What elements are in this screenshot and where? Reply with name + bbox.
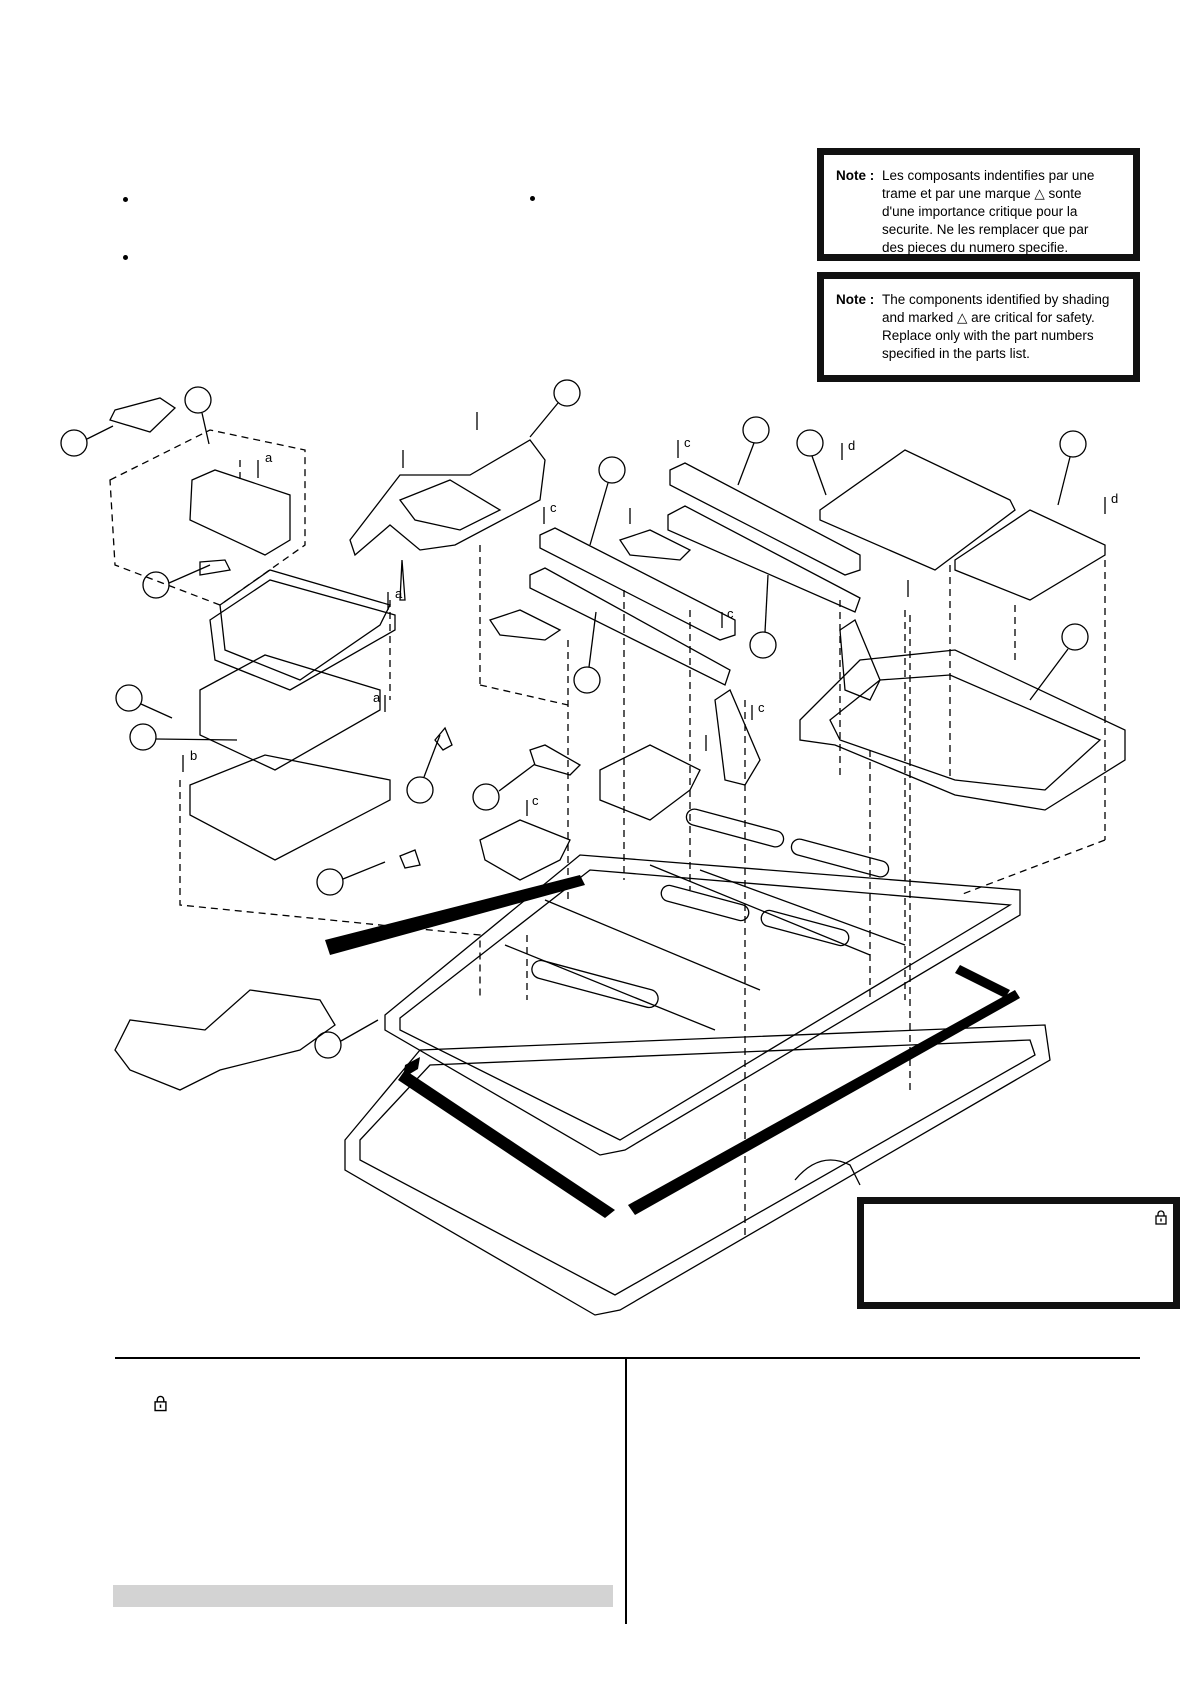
note-box-english: Note : The components identified by shad…	[817, 272, 1140, 382]
shaded-bar	[113, 1585, 613, 1607]
callout-circle	[796, 429, 824, 457]
screw-letter: c	[550, 500, 557, 515]
column-divider	[625, 1358, 627, 1624]
lock-symbol-box	[857, 1197, 1180, 1309]
callout-circle	[129, 723, 157, 751]
screw-letter: a	[373, 690, 381, 705]
note-line: securite. Ne les remplacer que par	[882, 222, 1089, 237]
rails	[529, 462, 861, 686]
section-divider	[115, 1357, 1140, 1359]
bullet-icon	[530, 196, 535, 201]
callout-circle	[598, 456, 626, 484]
note-text: The components identified by shading and…	[882, 291, 1117, 363]
upper-bracket	[349, 439, 546, 557]
screw-letter: a	[395, 586, 403, 601]
screw-letter: c	[684, 435, 691, 450]
right-boards	[819, 449, 1106, 601]
note-line: Replace only with the part numbers	[882, 328, 1094, 343]
callout-circle	[314, 1031, 342, 1059]
note-line: Les composants indentifies par une	[882, 168, 1095, 183]
callout-circle	[553, 379, 581, 407]
callout-circle	[316, 868, 344, 896]
screw-letter: c	[758, 700, 765, 715]
bullet-icon	[123, 197, 128, 202]
screw-letter: b	[190, 748, 197, 763]
cable-bars	[325, 875, 1020, 1218]
bullet-icon	[123, 255, 128, 260]
front-bezel	[344, 1024, 1051, 1316]
screw-letters: a a a b c c c c c d d	[190, 435, 1118, 808]
screw-letter: c	[727, 606, 734, 621]
callout-circle	[573, 666, 601, 694]
leader-arrows	[86, 402, 1071, 1042]
callout-circle	[142, 571, 170, 599]
note-line: d'une importance critique pour la	[882, 204, 1078, 219]
left-board-stack	[109, 397, 453, 1091]
note-line: des pieces du numero specifie.	[882, 240, 1069, 255]
reference-callouts	[60, 379, 1089, 1059]
small-brackets	[479, 529, 881, 881]
note-label: Note :	[836, 292, 875, 307]
lock-icon	[154, 1395, 167, 1412]
screw-letter: d	[1111, 491, 1118, 506]
note-line: specified in the parts list.	[882, 346, 1030, 361]
callout-circle	[115, 684, 143, 712]
callout-circle	[184, 386, 212, 414]
callout-circle	[1059, 430, 1087, 458]
lock-icon	[1155, 1210, 1167, 1225]
main-chassis	[384, 808, 1021, 1156]
dashed-guides	[109, 429, 1106, 1235]
callout-circle	[749, 631, 777, 659]
screws	[182, 412, 1106, 816]
screw-letter: d	[848, 438, 855, 453]
screw-letter: c	[532, 793, 539, 808]
callout-circle	[1061, 623, 1089, 651]
right-frame	[799, 649, 1126, 811]
note-line: and marked △ are critical for safety.	[882, 310, 1095, 325]
note-label: Note :	[836, 168, 875, 183]
callout-circle	[472, 783, 500, 811]
callout-circle	[60, 429, 88, 457]
note-box-french: Note : Les composants indentifies par un…	[817, 148, 1140, 261]
note-text: Les composants indentifies par une trame…	[882, 167, 1117, 257]
note-line: The components identified by shading	[882, 292, 1110, 307]
screw-letter: a	[265, 450, 273, 465]
note-line: trame et par une marque △ sonte	[882, 186, 1082, 201]
callout-circle	[742, 416, 770, 444]
callout-circle	[406, 776, 434, 804]
